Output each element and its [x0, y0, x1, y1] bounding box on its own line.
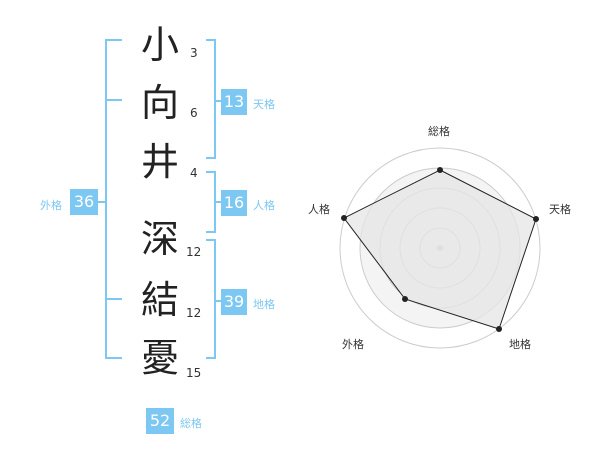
- chikaku-label: 地格: [253, 298, 275, 311]
- soukaku-score: 52: [146, 408, 174, 434]
- radar-point-chikaku: [496, 326, 502, 332]
- name-char: 憂: [140, 336, 179, 380]
- radar-label-tenkaku: 天格: [549, 203, 571, 216]
- jinkaku-score: 16: [221, 190, 247, 216]
- tenkaku-score: 13: [221, 89, 247, 115]
- gaikaku-label: 外格: [40, 199, 62, 212]
- gaikaku-score: 36: [70, 189, 98, 215]
- name-char: 小: [140, 23, 179, 67]
- radar-point-tenkaku: [533, 216, 539, 222]
- chikaku-score: 39: [221, 289, 247, 315]
- name-char: 井: [140, 140, 179, 184]
- stroke-count: 4: [190, 166, 198, 180]
- radar-label-chikaku: 地格: [509, 338, 531, 351]
- stroke-count: 6: [190, 106, 198, 120]
- tenkaku-bracket: [206, 39, 216, 159]
- radar-polygon: [343, 169, 537, 330]
- name-char: 向: [140, 81, 179, 125]
- radar-label-gaikaku: 外格: [342, 338, 364, 351]
- name-char: 結: [140, 278, 179, 322]
- radar-point-jinkaku: [341, 215, 347, 221]
- stroke-count: 3: [190, 46, 198, 60]
- stroke-count: 12: [186, 306, 202, 320]
- radar-label-jinkaku: 人格: [308, 203, 330, 216]
- tenkaku-label: 天格: [253, 98, 275, 111]
- stroke-count: 15: [186, 366, 202, 380]
- soukaku-label: 総格: [180, 417, 202, 430]
- jinkaku-bracket: [206, 171, 216, 233]
- outer-bracket: [105, 39, 122, 359]
- chikaku-bracket: [206, 239, 216, 359]
- stroke-count: 12: [186, 245, 202, 259]
- name-char: 深: [140, 217, 179, 261]
- radar-chart: [339, 147, 541, 349]
- radar-point-gaikaku: [402, 296, 408, 302]
- radar-label-soukaku: 総格: [428, 125, 450, 138]
- jinkaku-label: 人格: [253, 199, 275, 212]
- radar-point-soukaku: [437, 167, 443, 173]
